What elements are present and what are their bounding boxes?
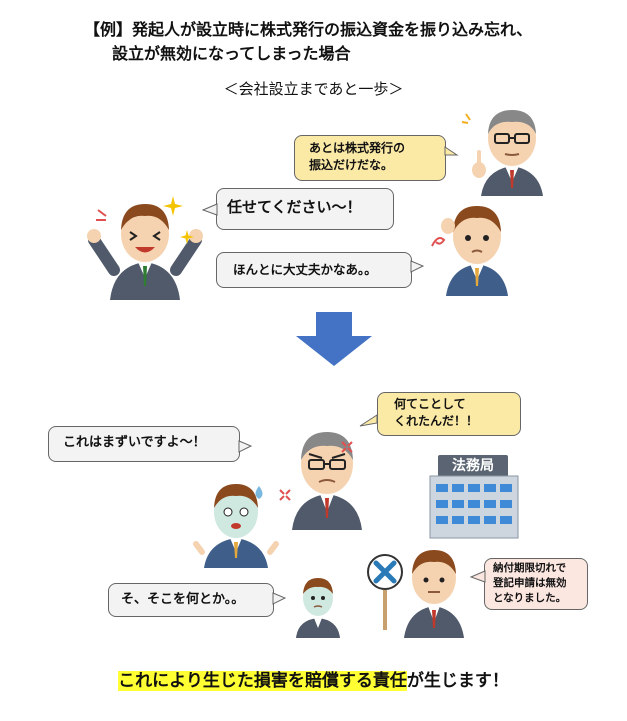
worker-panic-figure (193, 484, 279, 568)
anger-mark-icon (279, 489, 291, 501)
clerk-speech-bubble: 納付期限切れで 登記申請は無効 となりました。 (484, 558, 588, 610)
boss-speech-text-2: 何てことして くれたんだ！！ (394, 397, 479, 429)
sparkle-icon (180, 230, 194, 244)
worker-speech-bubble-2: これはまずいですよ～！ (48, 426, 240, 462)
boss-speech-bubble-1: あとは株式発行の 振込だけだな。 (294, 135, 446, 181)
bubble-tail (238, 440, 253, 453)
sparkle-icon (163, 196, 183, 216)
bubble-tail (272, 592, 287, 605)
promoter-happy-figure (87, 204, 203, 300)
bubble-tail (469, 570, 486, 583)
worker-speech-text-1: ほんとに大丈夫かなあ。。 (233, 262, 377, 277)
worker-speech-text-2: これはまずいですよ～！ (63, 435, 206, 450)
closing-highlight: これにより生じた損害を賠償する責任 (118, 671, 407, 691)
closing-statement: これにより生じた損害を賠償する責任が生じます！ (0, 666, 627, 691)
building-sign: 法務局 (438, 455, 508, 477)
bubble-tail (444, 146, 459, 156)
down-arrow-icon (296, 312, 372, 366)
clerk-speech-text: 納付期限切れで 登記申請は無効 となりました。 (493, 562, 567, 605)
bubble-tail (359, 414, 378, 427)
bubble-tail (201, 203, 218, 216)
bubble-tail (410, 260, 425, 273)
title-line-1: 【例】発起人が設立時に株式発行の振込資金を振り込み忘れ、 (84, 20, 533, 39)
clerk-figure (367, 550, 464, 638)
boss-angry-figure (292, 432, 362, 530)
boss-speech-bubble-2: 何てことして くれたんだ！！ (377, 392, 521, 436)
promoter-speech-text-2: そ、そこを何とか。。 (121, 592, 245, 607)
exclaim-lines-icon (461, 113, 471, 124)
promoter-speech-bubble-2: そ、そこを何とか。。 (108, 583, 274, 617)
sweat-swirl-icon (431, 237, 446, 247)
legal-bureau-building-icon (429, 475, 519, 539)
worker-worried-figure (441, 206, 508, 296)
worker-speech-bubble-1: ほんとに大丈夫かなあ。。 (216, 252, 412, 288)
anger-mark-icon (341, 441, 353, 453)
scene-subtitle: ＜会社設立まであと一歩＞ (223, 80, 404, 98)
burst-lines-icon (96, 209, 107, 221)
promoter-sad-figure (296, 578, 340, 638)
title-line-2: 設立が無効になってしまった場合 (112, 44, 351, 63)
sweat-drop-icon (255, 486, 263, 499)
promoter-speech-bubble-1: 任せてください～！ (216, 188, 394, 230)
boss-figure (472, 110, 543, 196)
closing-rest: が生じます！ (406, 671, 509, 691)
promoter-speech-text-1: 任せてください～！ (227, 198, 362, 216)
page-title: 【例】発起人が設立時に株式発行の振込資金を振り込み忘れ、 設立が無効になってしま… (84, 18, 532, 66)
boss-speech-text-1: あとは株式発行の 振込だけだな。 (309, 141, 406, 173)
